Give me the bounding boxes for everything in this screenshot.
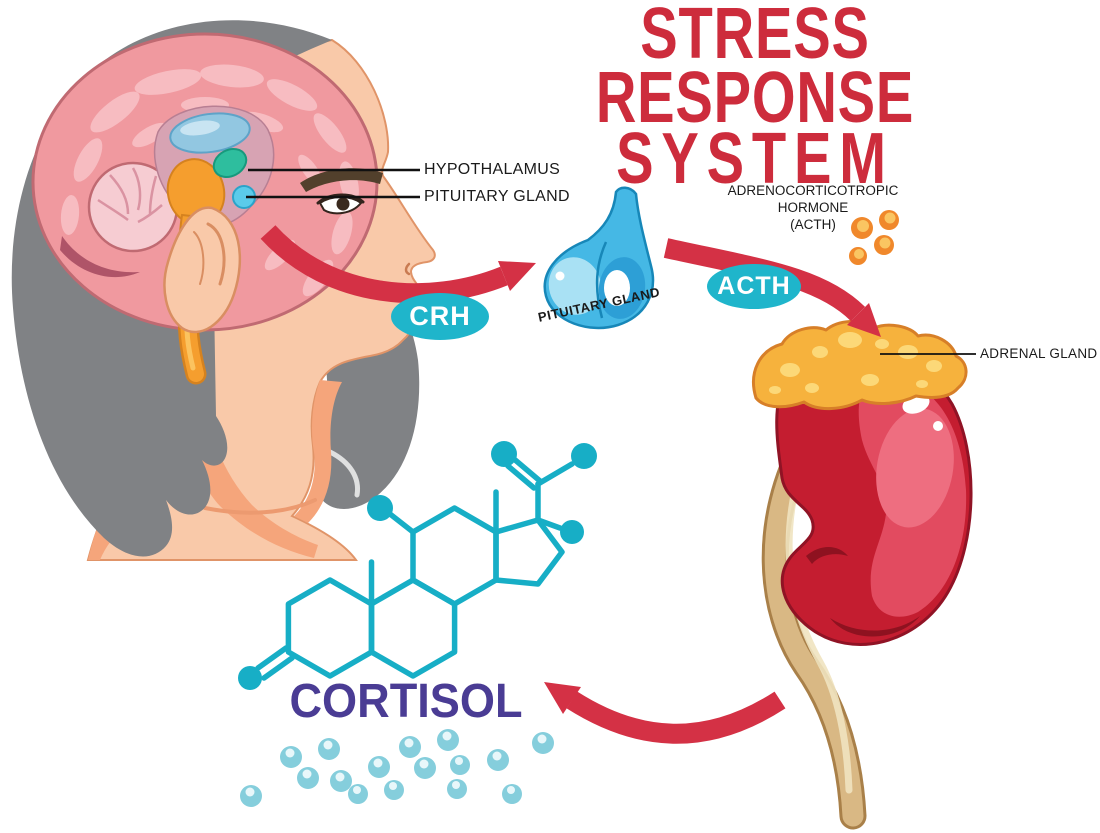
iris [336,197,350,211]
crh-arrow [260,225,536,304]
adrenal-gland-label: ADRENAL GLAND [980,346,1098,361]
acth-hormone-label-line3: (ACTH) [790,217,836,232]
hypothalamus-shape [212,148,248,178]
acth-hormone-dots [849,210,899,265]
title-line-1: STRESS RESPONSE [595,0,915,138]
cortisol-label: CORTISOL [289,675,523,728]
acth-hormone-label-line2: HORMONE [777,200,849,215]
page-title: STRESS RESPONSE SYSTEM [450,0,1060,199]
adrenal-spots [769,332,942,394]
pituitary-gland-label: PITUITARY GLAND [424,188,570,205]
ureter [761,426,867,830]
hair-highlight [327,449,361,498]
facial-features [300,168,422,298]
cortisol-molecule [238,441,597,690]
nostril [404,262,411,276]
eyelash-line [316,193,365,205]
adrenal-gland [752,320,968,410]
temporal-shadow [60,236,140,278]
acth-hormone-label: ADRENOCORTICOTROPIC HORMONE (ACTH) [722,182,904,233]
kidney-adrenal-illustration [752,320,976,830]
ear [163,206,242,334]
collarbone-crease [203,498,317,515]
kidney [775,355,973,646]
eyebrow [300,168,383,192]
crh-badge: CRH [391,293,489,340]
title-line-2: SYSTEM [616,119,894,199]
cortisol-dots [240,729,554,807]
acth-hormone-label-line1: ADRENOCORTICOTROPIC [727,183,899,198]
molecule-oxygen-atoms [238,441,597,690]
acth-badge: ACTH [707,264,801,309]
front-neck-shadow [294,380,342,523]
cortisol-arrow [544,682,786,744]
pituitary-gland-illustration [543,186,655,330]
hypothalamus-label: HYPOTHALAMUS [424,161,561,178]
thalamus-highlight [180,120,220,136]
